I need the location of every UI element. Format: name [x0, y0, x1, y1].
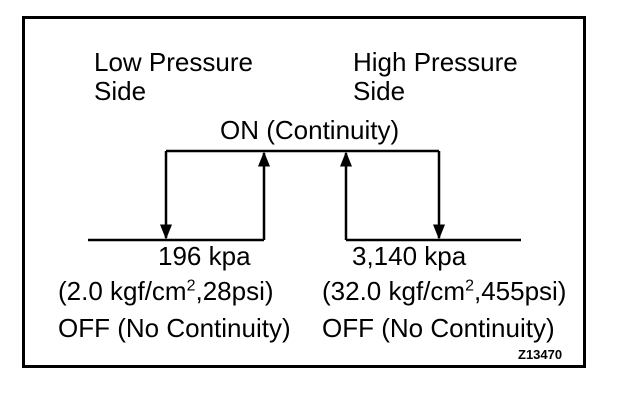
- low-side-label-line1: Low Pressure: [94, 47, 253, 77]
- on-continuity-label: ON (Continuity): [220, 115, 400, 145]
- low-side-label-line2: Side: [94, 76, 147, 106]
- low-pressure-kpa: 196 kpa: [158, 241, 251, 271]
- high-side-label-line1: High Pressure: [353, 47, 518, 77]
- high-side-label-line2: Side: [353, 76, 406, 106]
- figure-id: Z13470: [518, 347, 563, 362]
- low-off-label: OFF (No Continuity): [58, 313, 291, 343]
- high-pressure-alt-units: (32.0 kgf/cm2,455psi): [322, 276, 567, 306]
- low-pressure-alt-units: (2.0 kgf/cm2,28psi): [58, 276, 274, 306]
- diagram-frame: [22, 16, 586, 368]
- high-pressure-kpa: 3,140 kpa: [352, 241, 467, 271]
- high-off-label: OFF (No Continuity): [322, 313, 555, 343]
